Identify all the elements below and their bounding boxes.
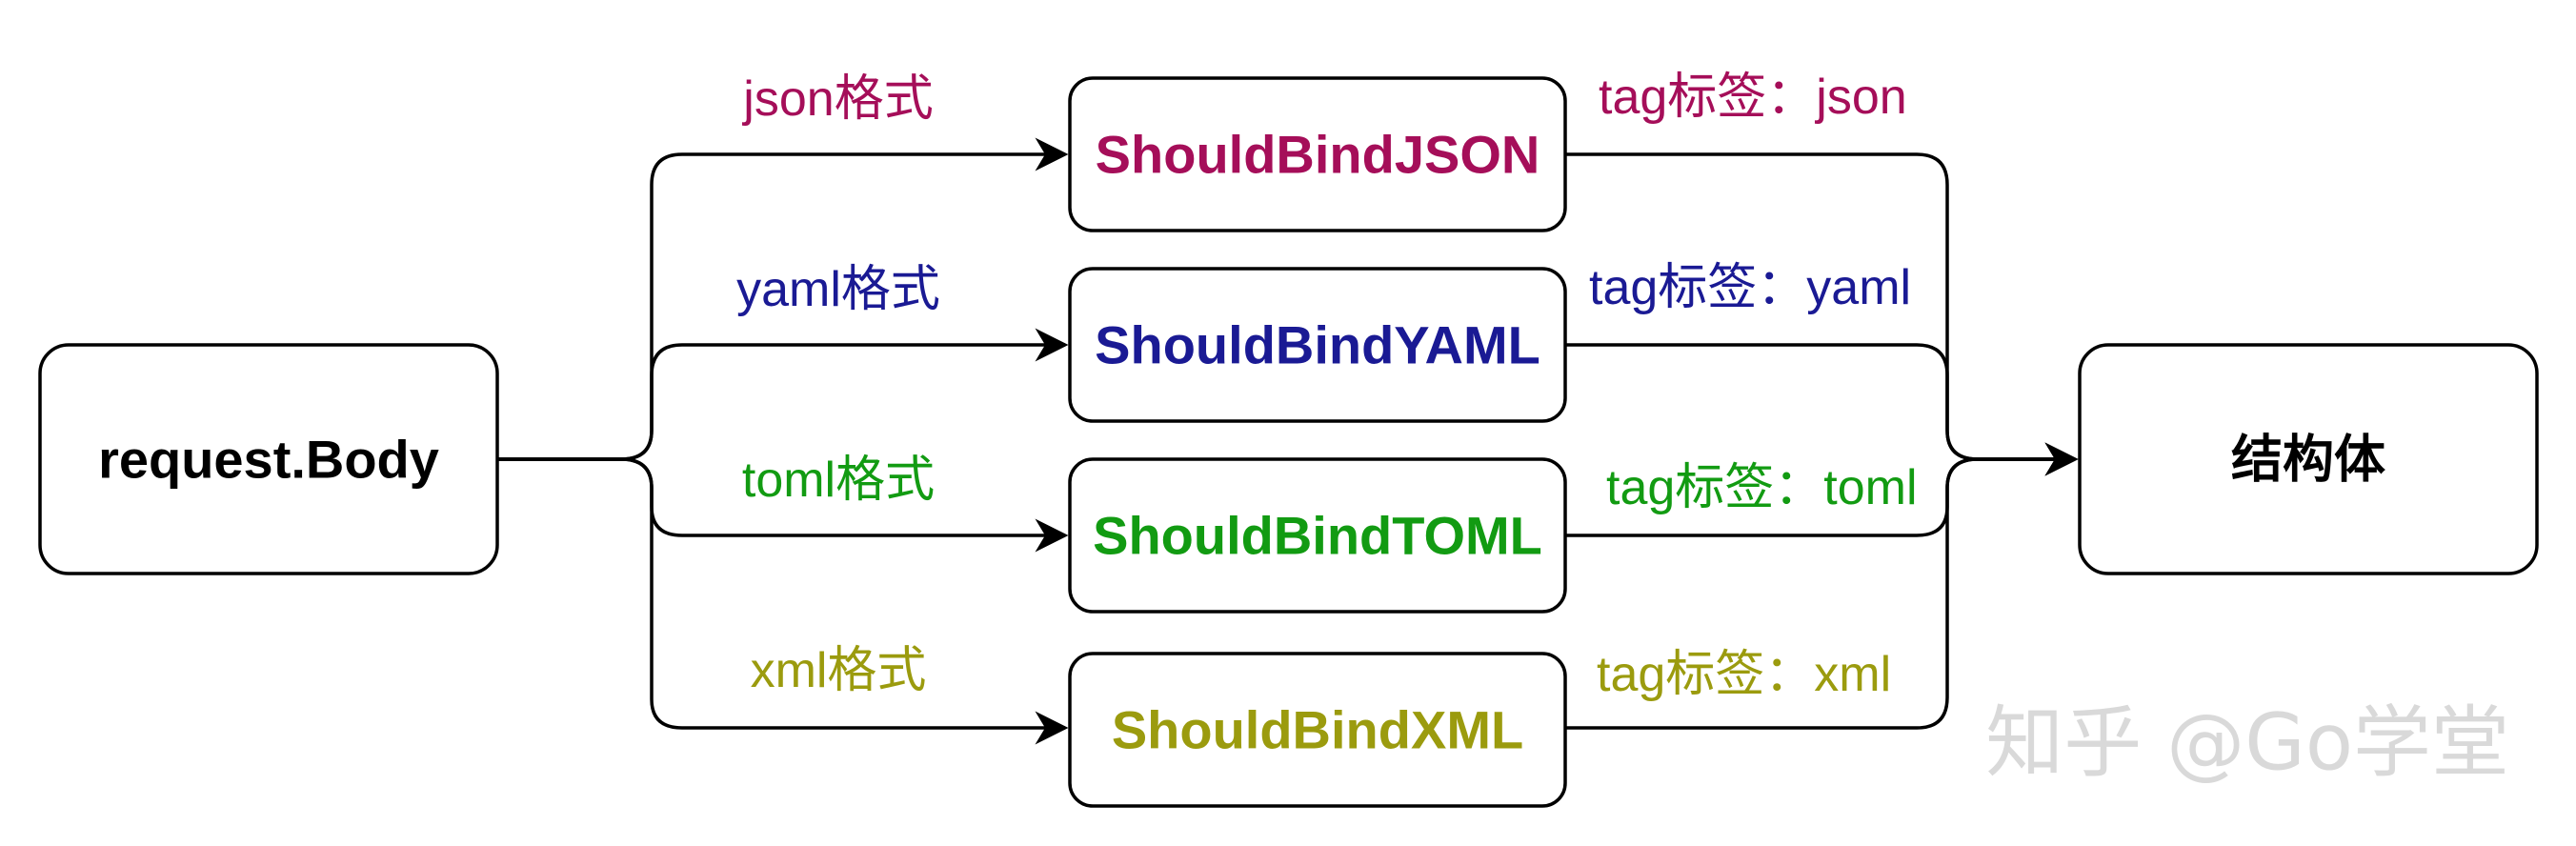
format-label-toml: toml格式 — [742, 453, 935, 508]
tag-label-yaml: tag标签：yaml — [1589, 260, 1911, 315]
binder-xml-node: ShouldBindXML — [1068, 652, 1567, 808]
format-label-yaml: yaml格式 — [736, 262, 940, 317]
source-label: request.Body — [98, 430, 439, 490]
edge-yaml-to-struct — [1565, 343, 2079, 476]
binder-yaml-node: ShouldBindYAML — [1068, 267, 1567, 423]
tag-label-toml: tag标签：toml — [1606, 460, 1918, 515]
format-label-json: json格式 — [741, 71, 933, 127]
source-node: request.Body — [38, 343, 499, 575]
target-label: 结构体 — [2231, 430, 2385, 490]
edge-body-to-xml — [497, 457, 1069, 745]
method-shouldbindtoml: ShouldBindTOML — [1093, 506, 1542, 566]
tag-label-xml: tag标签：xml — [1597, 647, 1891, 702]
tag-labels: tag标签：json tag标签：yaml tag标签：toml tag标签：x… — [1589, 70, 1918, 702]
format-label-xml: xml格式 — [751, 643, 927, 698]
format-labels: json格式 yaml格式 toml格式 xml格式 — [736, 71, 940, 698]
binder-json-node: ShouldBindJSON — [1068, 76, 1567, 232]
target-node: 结构体 — [2078, 343, 2539, 575]
tag-label-json: tag标签：json — [1599, 70, 1907, 125]
method-shouldbindyaml: ShouldBindYAML — [1095, 315, 1540, 375]
edge-xml-to-struct — [1565, 442, 2079, 730]
watermark-text: 知乎 @Go学堂 — [1985, 698, 2509, 789]
target-edges — [1565, 152, 2079, 730]
source-edges — [497, 137, 1069, 745]
binder-toml-node: ShouldBindTOML — [1068, 457, 1567, 614]
edge-body-to-yaml — [497, 328, 1069, 461]
method-shouldbindjson: ShouldBindJSON — [1096, 125, 1540, 185]
method-shouldbindxml: ShouldBindXML — [1112, 700, 1523, 760]
